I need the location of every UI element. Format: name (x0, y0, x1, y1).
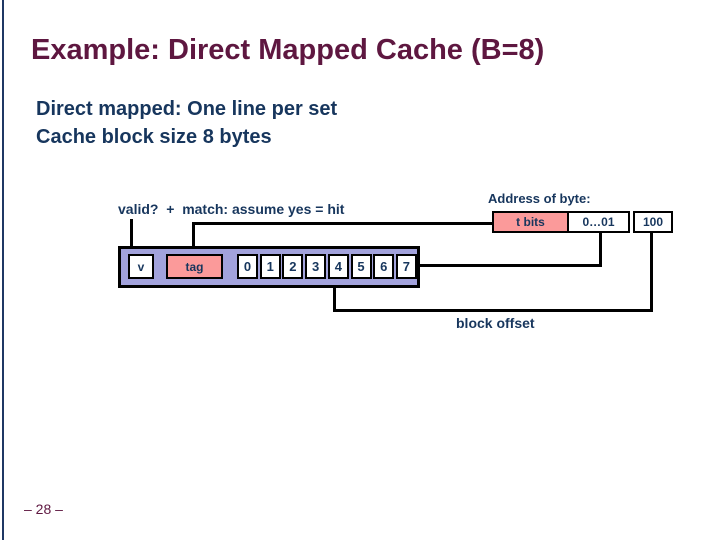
set-index-horizontal-line (420, 264, 602, 267)
byte-cell-7: 7 (395, 254, 417, 279)
valid-connector-line (130, 219, 133, 255)
block-offset-label: block offset (456, 315, 535, 331)
tag-to-tbits-horizontal-line (192, 222, 492, 225)
set-index-vertical-line (599, 233, 602, 267)
byte-cells-row: 0 1 2 3 4 5 6 7 (237, 254, 417, 279)
byte-cell-4: 4 (327, 254, 349, 279)
cache-line-box: v tag 0 1 2 3 4 5 6 7 (118, 246, 420, 288)
subtitle-line-1: Direct mapped: One line per set (36, 98, 338, 120)
address-tag-bits-box: t bits (492, 211, 569, 233)
address-set-index-box: 0…01 (567, 211, 630, 233)
address-of-byte-label: Address of byte: (488, 191, 591, 206)
subtitle-line-2: Cache block size 8 bytes (36, 126, 272, 148)
byte-cell-3: 3 (305, 254, 327, 279)
page-number: – 28 – (24, 501, 63, 517)
tag-cell: tag (166, 254, 223, 279)
byte-cell-6: 6 (373, 254, 395, 279)
slide-subtitle: Direct mapped: One line per set Cache bl… (36, 95, 337, 151)
tag-to-tbits-vertical-line (192, 222, 195, 255)
byte-cell-5: 5 (350, 254, 372, 279)
address-block-offset-box: 100 (633, 211, 673, 233)
valid-match-label: valid? + match: assume yes = hit (118, 201, 345, 217)
byte-cell-1: 1 (259, 254, 281, 279)
byte-cell-0: 0 (237, 254, 258, 279)
byte-cell-2: 2 (282, 254, 304, 279)
valid-bit-cell: v (128, 254, 154, 279)
block-offset-right-vertical-line (650, 233, 653, 312)
slide-left-border (2, 0, 4, 540)
block-offset-left-vertical-line (333, 287, 336, 312)
block-offset-horizontal-line (333, 309, 653, 312)
slide-title: Example: Direct Mapped Cache (B=8) (31, 34, 545, 66)
